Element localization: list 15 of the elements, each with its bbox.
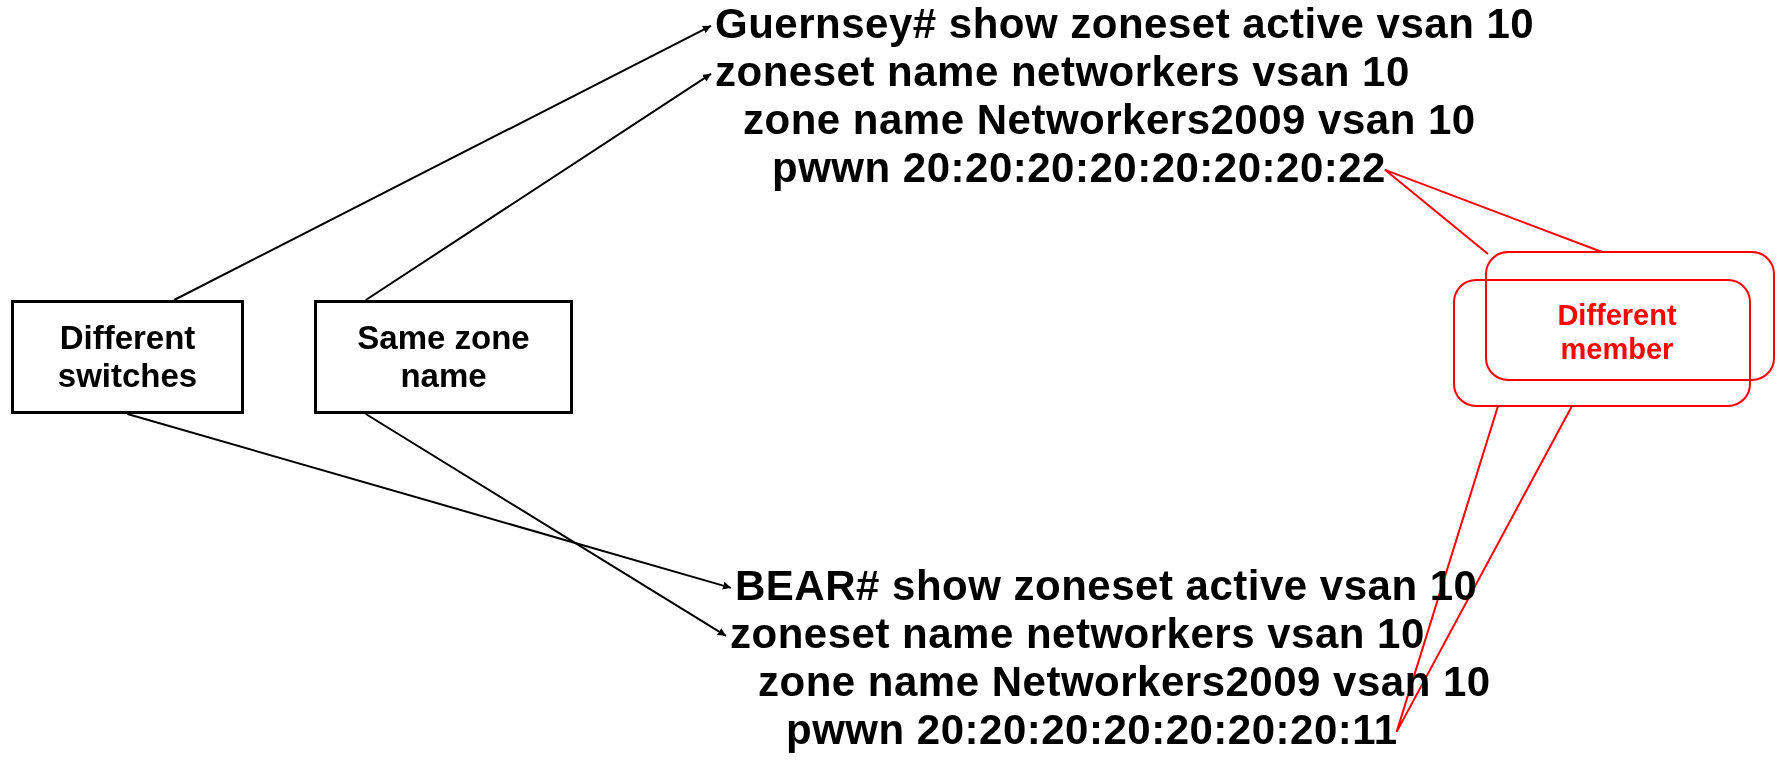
leader-line — [1383, 168, 1603, 255]
leader-line — [1395, 405, 1573, 733]
arrow — [364, 413, 727, 637]
label-box: Different switches — [11, 300, 244, 414]
arrow — [126, 413, 732, 590]
arrow — [173, 24, 712, 301]
command-line: zoneset name networkers vsan 10 — [715, 48, 1410, 96]
command-line: Guernsey# show zoneset active vsan 10 — [715, 0, 1535, 48]
label-box: Same zone name — [314, 300, 573, 414]
command-line: zoneset name networkers vsan 10 — [730, 610, 1425, 658]
command-line: zone name Networkers2009 vsan 10 — [743, 96, 1476, 144]
command-line: pwwn 20:20:20:20:20:20:20:11 — [786, 706, 1398, 754]
callout-text: Different member — [1556, 298, 1678, 366]
arrow — [364, 72, 712, 301]
command-line: pwwn 20:20:20:20:20:20:20:22 — [772, 144, 1386, 192]
